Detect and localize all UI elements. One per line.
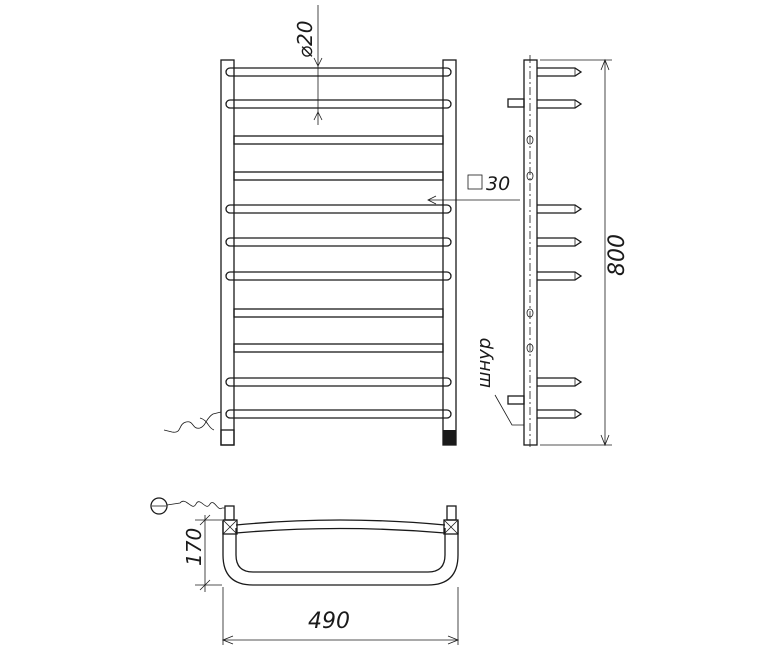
right-bracket-top <box>446 505 457 521</box>
rung <box>233 171 444 181</box>
side-rung <box>537 204 583 214</box>
left-bracket-top <box>224 505 235 521</box>
power-cord-coil <box>199 417 215 431</box>
top-bar-upper <box>235 519 446 526</box>
rung <box>225 237 452 247</box>
diameter-arrow-bottom <box>313 111 323 121</box>
side-rung <box>537 377 583 387</box>
right-post-heater-cap <box>443 430 456 445</box>
left-post-foot <box>220 429 235 446</box>
width-arrow-left <box>221 635 234 645</box>
side-rung <box>537 99 583 109</box>
top-frame-outer <box>222 521 459 586</box>
right-end-cross-b <box>443 519 459 535</box>
top-view: 170 490 <box>150 497 460 645</box>
rung <box>225 377 452 387</box>
side-rung-section <box>526 171 534 181</box>
diameter-arrow-top <box>313 57 323 67</box>
upper-wall-bracket <box>507 98 525 108</box>
height-arrow-top <box>600 58 610 71</box>
depth-tick-bottom <box>199 579 211 591</box>
side-rung-section <box>526 308 534 318</box>
right-post <box>442 59 457 446</box>
height-arrow-bottom <box>600 434 610 447</box>
side-rung <box>537 67 583 77</box>
left-post <box>220 59 235 446</box>
side-rung-section <box>526 343 534 353</box>
left-end-cross-b <box>222 519 238 535</box>
side-rung <box>537 409 583 419</box>
side-rung <box>537 271 583 281</box>
side-rung <box>537 237 583 247</box>
side-rungs <box>526 67 583 419</box>
square-leader-arrow <box>427 195 437 205</box>
depth-tick-top <box>199 514 211 526</box>
power-cord-front <box>163 411 222 433</box>
rung <box>225 67 452 77</box>
rung <box>233 308 444 318</box>
rung <box>225 99 452 109</box>
rungs <box>225 67 452 419</box>
height-label: 800 <box>605 234 630 276</box>
side-view: 800 шнур <box>474 55 630 450</box>
square-section-symbol <box>467 174 483 190</box>
width-arrow-right <box>447 635 460 645</box>
lower-wall-bracket <box>507 395 525 405</box>
top-frame-inner <box>235 528 446 573</box>
rung <box>225 204 452 214</box>
width-label: 490 <box>308 609 350 634</box>
cord-label: шнур <box>474 338 495 388</box>
power-plug-icon <box>150 497 168 515</box>
diameter-label: ⌀20 <box>293 21 317 59</box>
side-post <box>523 59 538 446</box>
side-rung-section <box>526 135 534 145</box>
depth-label: 170 <box>182 528 206 566</box>
cord-leader <box>494 394 524 426</box>
rung <box>233 343 444 353</box>
rung <box>233 135 444 145</box>
top-bar-lower <box>235 527 446 534</box>
square-label: 30 <box>486 173 510 195</box>
rung <box>225 409 452 419</box>
front-view: ⌀20 30 <box>163 5 520 446</box>
power-cord-top <box>166 500 225 510</box>
rung <box>225 271 452 281</box>
